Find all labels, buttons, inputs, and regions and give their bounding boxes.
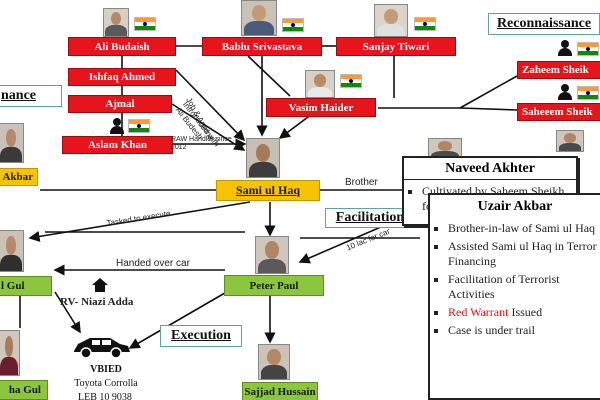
- node-saheeem-sheikh: Saheeem Sheik: [517, 103, 600, 121]
- car-icon: [74, 338, 130, 359]
- section-left-partial: nance: [0, 85, 62, 107]
- label-handed-over: Handed over car: [116, 258, 190, 269]
- node-ajmal: Ajmal: [68, 95, 172, 113]
- card-uzair-akbar: Uzair Akbar Brother-in-law of Sami ul Ha…: [428, 193, 600, 400]
- label-rv-niazi: RV- Niazi Adda: [60, 296, 134, 308]
- node-vasim-haider: Vasim Haider: [266, 98, 376, 117]
- node-akbar: Akbar: [0, 168, 38, 186]
- photo-peter-paul: [255, 236, 289, 274]
- node-ishfaq-ahmed: Ishfaq Ahmed: [68, 68, 176, 86]
- card-list: Brother-in-law of Sami ul Haq Assisted S…: [430, 217, 600, 338]
- node-ali-budaish: Ali Budaish: [68, 37, 176, 56]
- car-plate-label: LEB 10 9038: [78, 392, 132, 400]
- label-brother: Brother: [345, 177, 378, 188]
- link-peter-car: [128, 289, 231, 349]
- warrant-issued-text: Issued: [508, 305, 543, 319]
- photo-sajjad-hussain: [258, 344, 290, 380]
- red-warrant-text: Red Warrant: [448, 305, 509, 319]
- car-model-label: Toyota Corrolla: [74, 378, 138, 389]
- person-icon: [558, 40, 572, 56]
- link-recon-saheeem: [459, 107, 518, 111]
- section-execution: Execution: [160, 325, 242, 347]
- node-bablu-srivastava: Bablu Srivastava: [202, 37, 322, 56]
- photo-naveed-akhter: [428, 138, 462, 160]
- person-icon: [558, 84, 572, 100]
- node-sajjad-hussain: Sajjad Hussain: [242, 382, 318, 400]
- photo-vasim-haider: [305, 70, 335, 98]
- link-ishfaq-sami: [175, 69, 246, 142]
- india-flag-icon: [577, 42, 599, 56]
- node-ha-gul: ha Gul: [0, 380, 48, 400]
- node-gul: l Gul: [0, 276, 52, 296]
- photo-bablu-srivastava: [241, 0, 277, 36]
- link-gul-car: [54, 291, 81, 334]
- india-flag-icon: [282, 18, 304, 32]
- section-reconnaissance: Reconnaissance: [488, 13, 600, 35]
- node-aslam-khan: Aslam Khan: [62, 136, 173, 154]
- photo-ha-gul: [0, 330, 20, 376]
- node-zaheem-sheikh: Zaheem Sheik: [517, 61, 600, 79]
- node-sanjay-tiwari: Sanjay Tiwari: [336, 37, 456, 56]
- car-vbied-label: VBIED: [90, 364, 122, 375]
- photo-akbar: [0, 123, 24, 163]
- label-raw-handler: RAW Handler since 2012: [171, 136, 232, 151]
- photo-gul: [0, 230, 24, 272]
- india-flag-icon: [577, 86, 599, 100]
- photo-ali-budaish: [103, 8, 129, 37]
- india-flag-icon: [128, 119, 150, 133]
- node-peter-paul: Peter Paul: [224, 275, 324, 296]
- india-flag-icon: [340, 74, 362, 88]
- photo-sanjay-tiwari: [374, 4, 408, 37]
- link-ajmal-sami: [171, 103, 246, 151]
- card-list-item-warrant: Red Warrant Issued: [448, 305, 600, 320]
- card-list-item: Assisted Sami ul Haq in Terror Financing: [448, 239, 600, 269]
- card-list-item: Facilitation of Terrorist Activities: [448, 272, 600, 302]
- card-list-item: Case is under trail: [448, 323, 600, 338]
- home-icon: [92, 278, 108, 292]
- india-flag-icon: [414, 17, 436, 31]
- section-facilitation: Facilitation: [325, 208, 415, 228]
- india-flag-icon: [134, 17, 156, 31]
- card-title: Naveed Akhter: [404, 158, 576, 180]
- link-bablu-vasim: [247, 55, 291, 97]
- photo-partial-right: [556, 130, 584, 152]
- card-title: Uzair Akbar: [477, 199, 553, 214]
- person-icon: [110, 118, 124, 134]
- link-recon-zaheem: [459, 75, 518, 109]
- card-list-item: Brother-in-law of Sami ul Haq: [448, 221, 600, 236]
- photo-sami-ul-haq: [246, 138, 280, 178]
- node-sami-ul-haq: Sami ul Haq: [216, 180, 320, 201]
